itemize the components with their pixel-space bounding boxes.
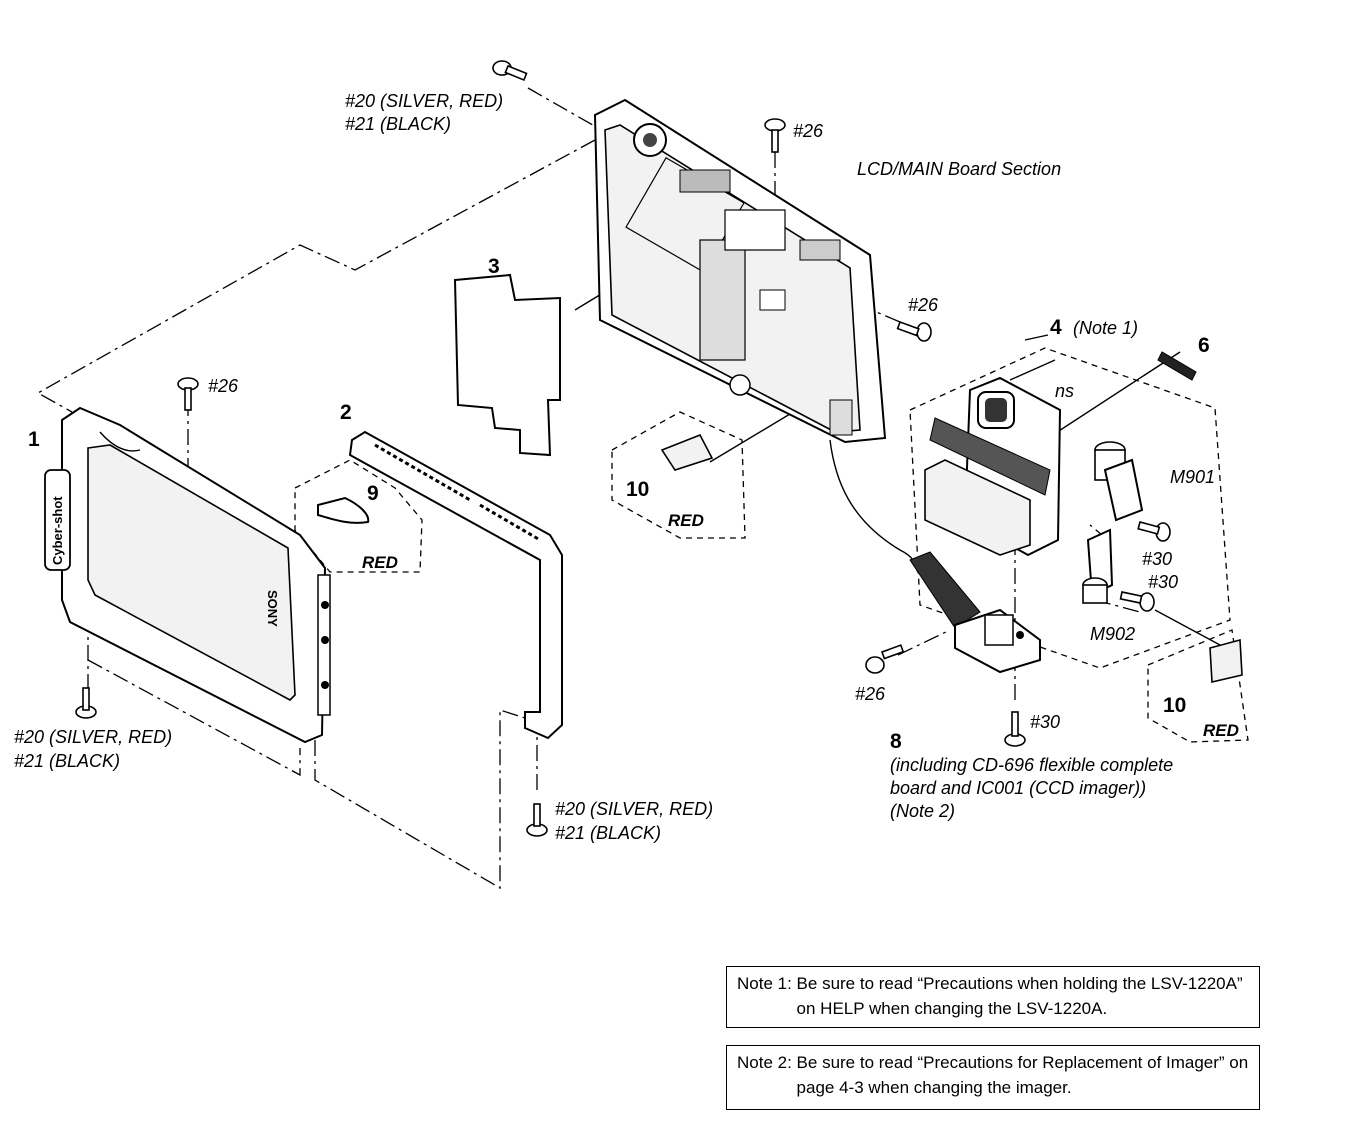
note-2-box: Note 2: Be sure to read “Precautions for… [726,1045,1260,1110]
screw-30-c [1004,711,1026,747]
screw-26-top [764,118,786,153]
label-m902: M902 [1090,624,1135,644]
label-part-10-a: 10 [626,478,649,501]
sony-logo: SONY [265,590,280,627]
part-8-flex-board [909,551,1041,674]
label-screw-bottom-left-1: #20 (SILVER, RED) [14,727,172,747]
label-s30-c: #30 [1030,712,1060,732]
label-s26-left: #26 [208,376,239,396]
note-1-text: Be sure to read “Precautions when holdin… [796,974,1243,1018]
lcd-main-board-section [593,98,887,444]
screws [75,60,1171,837]
label-part-8: 8 [890,730,902,753]
note-1-box: Note 1: Be sure to read “Precautions whe… [726,966,1260,1028]
screw-26-right [896,320,932,342]
m902-motor [1082,528,1114,604]
label-m901: M901 [1170,467,1215,487]
label-red-10b: RED [1203,721,1239,740]
label-part-9: 9 [367,482,379,505]
part-9-tape [317,496,370,524]
label-s30-b: #30 [1148,572,1178,592]
label-s26-top: #26 [793,121,824,141]
part-6 [1157,351,1197,381]
screw-top-left [492,60,528,82]
label-note1-ref: (Note 1) [1073,318,1138,338]
label-screw-top-left-1: #20 (SILVER, RED) [345,91,503,111]
label-part-10-b: 10 [1163,694,1186,717]
label-s30-a: #30 [1142,549,1172,569]
label-part-6: 6 [1198,334,1210,357]
part-10-piece-a [660,433,714,471]
note-2-text: Be sure to read “Precautions for Replace… [796,1053,1249,1097]
label-part-3: 3 [488,255,500,278]
label-part-8-desc-3: (Note 2) [890,801,955,821]
label-screw-bottom-mid-2: #21 (BLACK) [555,823,661,843]
callout-labels: #20 (SILVER, RED) #21 (BLACK) #26 LCD/MA… [14,91,1239,843]
part-10-piece-b [1209,638,1243,683]
label-part-8-desc-1: (including CD-696 flexible complete [890,755,1173,775]
label-red-10a: RED [668,511,704,530]
part-2-rear-cover [348,430,563,740]
screw-26-bottom [865,644,905,674]
label-part-8-desc-2: board and IC001 (CCD imager)) [890,778,1146,798]
screw-30-b [1119,591,1155,612]
part-1-front-cover: Cyber-shot SONY [44,406,331,744]
label-red-9: RED [362,553,398,572]
label-s26-right: #26 [908,295,939,315]
label-part-4: 4 [1050,316,1062,339]
label-ns: ns [1055,381,1074,401]
label-part-1: 1 [28,428,40,451]
label-section: LCD/MAIN Board Section [857,159,1061,179]
screw-26-left [177,377,199,411]
note-2-tag: Note 2: [737,1053,797,1072]
part-4-lens-block [924,376,1062,557]
label-s26-bottom: #26 [855,684,886,704]
cybershot-logo: Cyber-shot [50,496,65,565]
part-3-sheet [453,273,561,457]
label-screw-bottom-left-2: #21 (BLACK) [14,751,120,771]
screw-30-a [1137,521,1171,542]
label-screw-bottom-mid-1: #20 (SILVER, RED) [555,799,713,819]
screw-20-bottom-mid [526,803,548,837]
m901-motor [1094,441,1144,522]
note-1-tag: Note 1: [737,974,797,993]
label-part-2: 2 [340,401,352,424]
screw-20-bottom-left [75,687,97,719]
label-screw-top-left-2: #21 (BLACK) [345,114,451,134]
